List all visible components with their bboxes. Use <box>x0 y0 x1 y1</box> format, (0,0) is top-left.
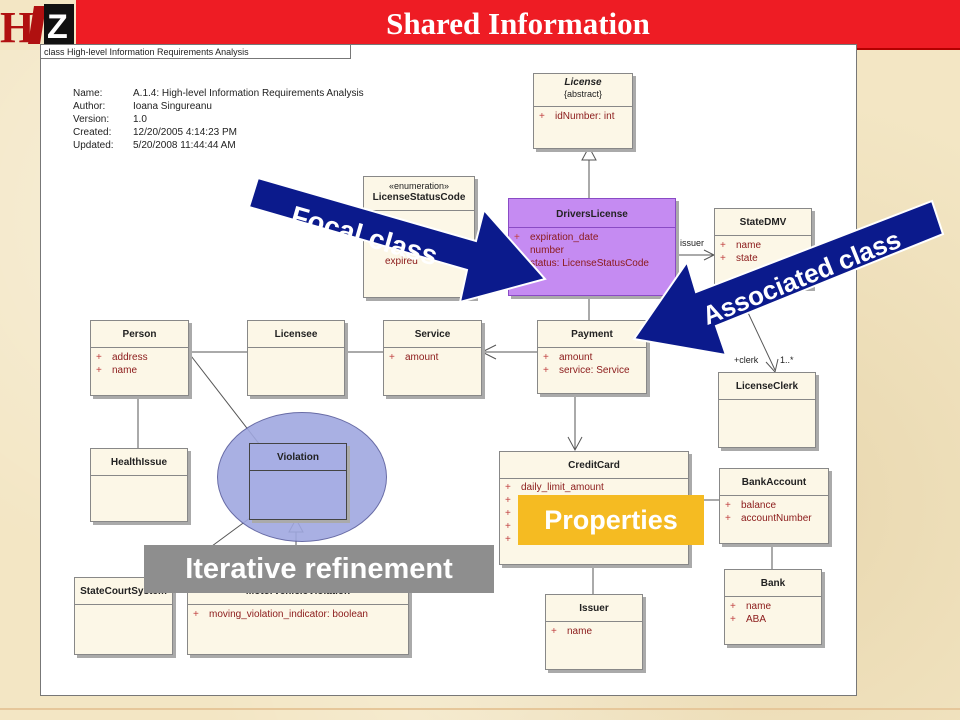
class-attribute: +daily_limit_amount <box>505 482 604 493</box>
diagram-frame-label: class High-level Information Requirement… <box>41 45 351 59</box>
class-attribute: +service: Service <box>543 365 630 376</box>
class-name: LicenseClerk <box>735 381 799 392</box>
meta-row-version: Version:1.0 <box>73 114 147 125</box>
svg-text:Z: Z <box>47 8 68 46</box>
iterative-refinement-label: Iterative refinement <box>185 552 453 585</box>
class-name: Bank <box>760 578 786 589</box>
class-issuer[interactable]: Issuer +name <box>545 594 643 670</box>
class-name: License <box>564 77 602 88</box>
class-name: Person <box>122 329 157 340</box>
class-service[interactable]: Service +amount <box>383 320 482 396</box>
class-name: LicenseStatusCode <box>372 192 466 203</box>
class-name: CreditCard <box>568 460 620 471</box>
class-person[interactable]: Person +address +name <box>90 320 189 396</box>
focal-class-arrow <box>247 176 547 304</box>
hlz-logo-graphic: H Z <box>0 0 76 52</box>
class-name: StateCourtSystem <box>80 586 167 597</box>
class-violation[interactable]: Violation <box>249 443 347 520</box>
class-name: StateDMV <box>739 217 787 228</box>
class-attribute: +address <box>96 352 148 363</box>
class-attribute: +state <box>720 253 758 264</box>
multiplicity-label: 1..* <box>780 355 794 365</box>
clerk-role-label: +clerk <box>734 355 759 365</box>
slide-title: Shared Information <box>386 6 650 41</box>
associated-class-arrow <box>632 199 945 357</box>
class-attribute: +name <box>720 240 762 251</box>
class-name: Violation <box>276 452 320 463</box>
bottom-divider <box>0 708 960 710</box>
diagram-metadata: Name:A.1.4: High-level Information Requi… <box>73 87 364 152</box>
class-attribute: + <box>505 508 511 519</box>
class-name: DriversLicense <box>556 209 628 220</box>
meta-row-author: Author:Ioana Singureanu <box>73 101 212 112</box>
meta-row-created: Created:12/20/2005 4:14:23 PM <box>73 127 237 138</box>
class-attribute: +idNumber: int <box>539 111 615 122</box>
class-name: Service <box>414 329 451 340</box>
class-attribute: +name <box>551 626 593 637</box>
class-name: Issuer <box>579 603 609 614</box>
navigable-arrowhead <box>480 344 497 360</box>
class-name: Licensee <box>274 329 318 340</box>
class-attribute: +accountNumber <box>725 513 812 524</box>
class-bank-account[interactable]: BankAccount +balance +accountNumber <box>719 468 829 544</box>
class-attribute: expired <box>385 256 418 267</box>
title-bar: Shared Information <box>76 0 960 50</box>
class-attribute: +expiration_date <box>514 232 599 243</box>
class-attribute: +ABA <box>730 614 767 625</box>
class-payment[interactable]: Payment +amount +service: Service <box>537 320 647 394</box>
class-name: HealthIssue <box>110 457 168 468</box>
class-attribute: + <box>505 521 511 532</box>
meta-row-name: Name:A.1.4: High-level Information Requi… <box>73 88 364 99</box>
properties-label: Properties <box>544 504 678 535</box>
class-attribute: +amount <box>543 352 593 363</box>
class-attribute: +name <box>730 601 772 612</box>
meta-row-updated: Updated:5/20/2008 11:44:44 AM <box>73 140 236 151</box>
class-attribute: + <box>505 495 511 506</box>
class-licensee[interactable]: Licensee <box>247 320 345 396</box>
class-license[interactable]: License {abstract} +idNumber: int <box>533 73 633 149</box>
class-attribute: +amount <box>389 352 439 363</box>
class-name: Payment <box>571 329 613 340</box>
class-bank[interactable]: Bank +name +ABA <box>724 569 822 645</box>
class-stereotype: {abstract} <box>563 89 603 99</box>
generalization-arrowhead <box>581 145 597 161</box>
issuer-role-label: issuer <box>680 238 704 248</box>
class-license-clerk[interactable]: LicenseClerk <box>718 372 816 448</box>
hlz-logo: H Z <box>0 0 76 52</box>
class-name: BankAccount <box>741 477 807 488</box>
properties-callout: Properties <box>518 495 704 545</box>
class-attribute: +balance <box>725 500 777 511</box>
class-stereotype: «enumeration» <box>388 181 450 191</box>
navigable-arrowhead <box>567 436 583 452</box>
class-attribute: +name <box>96 365 138 376</box>
class-health-issue[interactable]: HealthIssue <box>90 448 188 522</box>
iterative-refinement-callout: Iterative refinement <box>144 545 494 593</box>
class-attribute: +moving_violation_indicator: boolean <box>193 609 368 620</box>
